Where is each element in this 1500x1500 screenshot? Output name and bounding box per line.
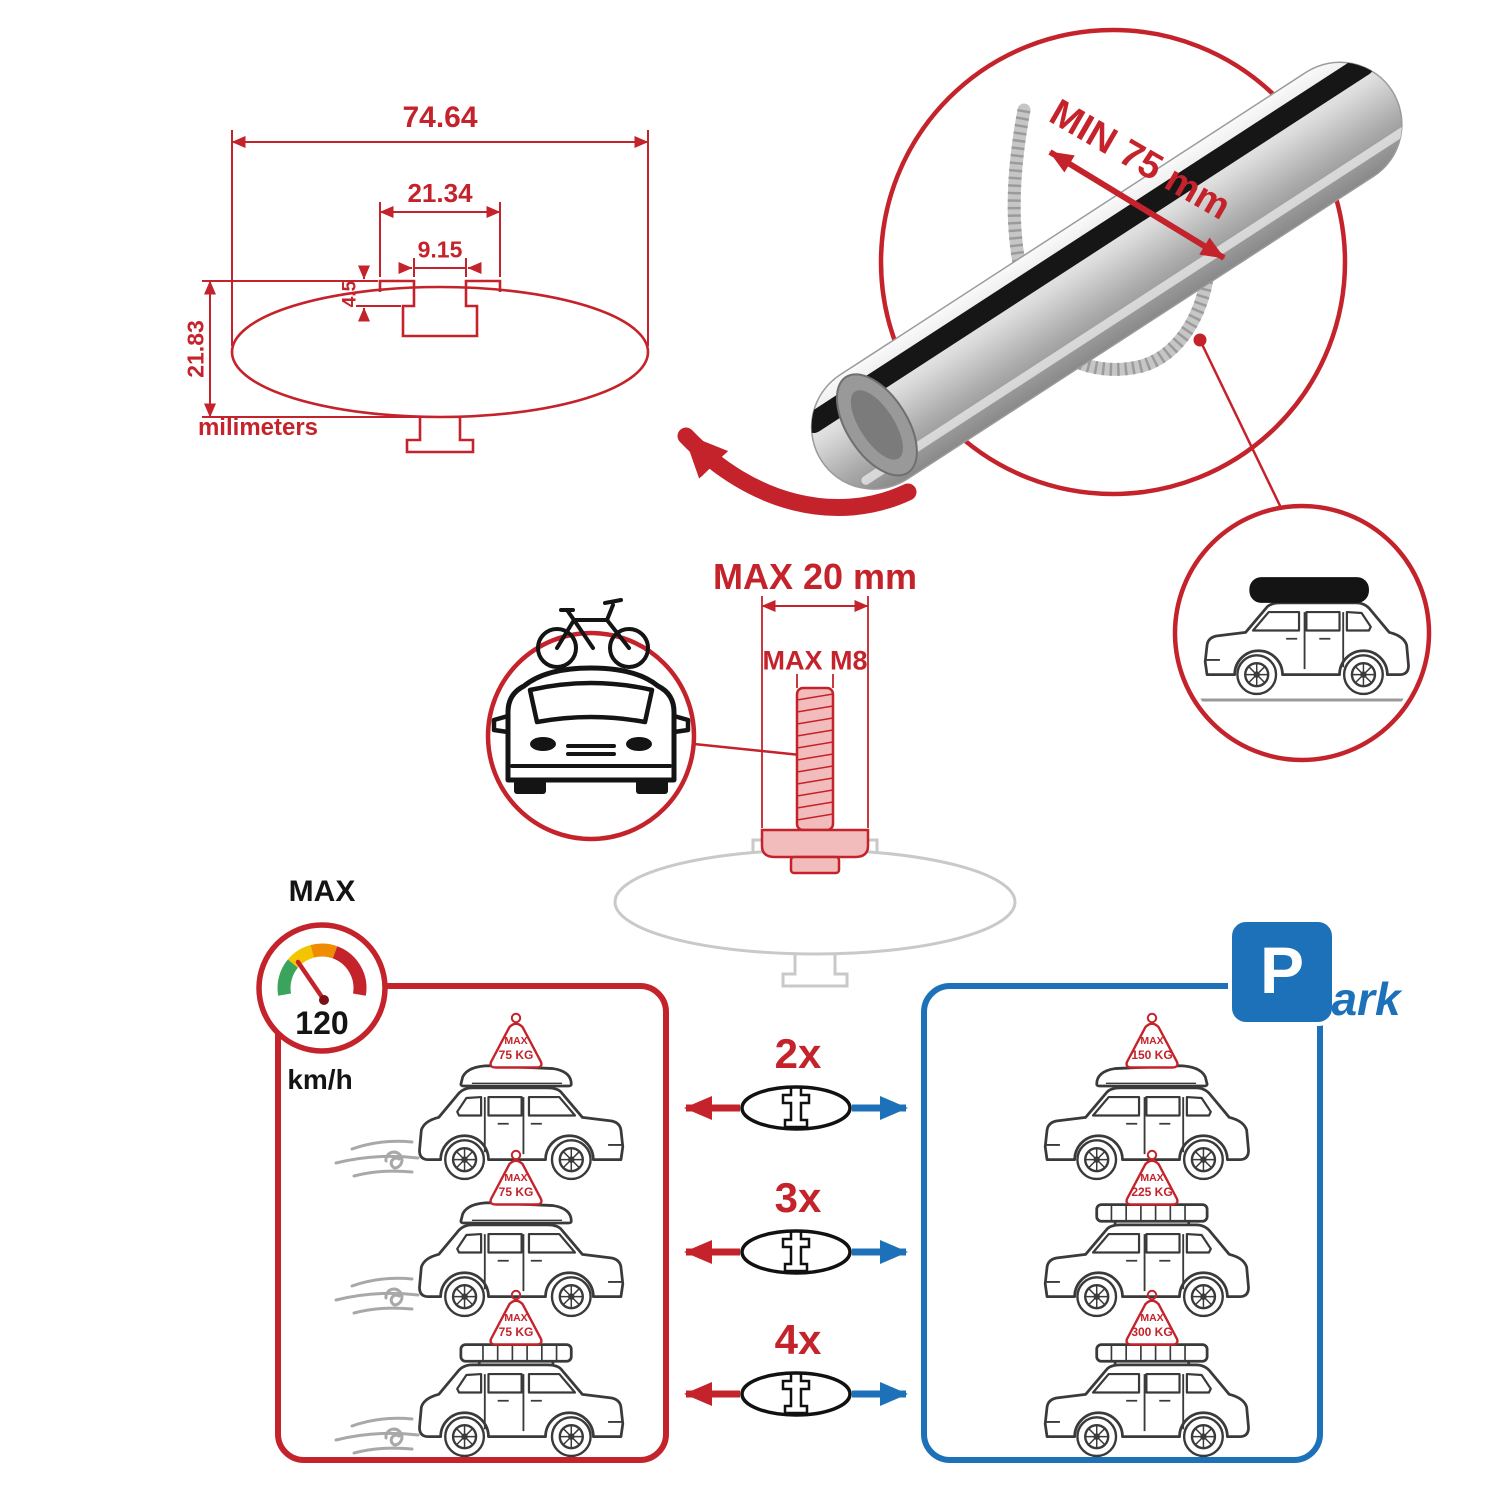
tag-line1: MAX (1140, 1172, 1164, 1184)
tag-line1: MAX (1140, 1035, 1164, 1047)
tag-line1: MAX (504, 1172, 528, 1184)
tag-line2: 150 KG (1131, 1048, 1173, 1062)
speedometer-icon (256, 922, 388, 1054)
callout-line (693, 742, 811, 758)
profile-technical-drawing (202, 130, 650, 454)
bolt-threads (796, 693, 834, 821)
load-tag-driving-2: MAX 75 KG (482, 1148, 550, 1206)
car-front-circle (485, 598, 817, 842)
tag-line2: 225 KG (1131, 1185, 1173, 1199)
tag-line2: 75 KG (498, 1185, 534, 1199)
parking-letter: P (1259, 933, 1305, 1007)
dimension-lines (202, 130, 649, 418)
bolt-flange (760, 828, 870, 859)
tag-line2: 300 KG (1131, 1325, 1173, 1339)
multiplier-4x: 4x (774, 1316, 822, 1363)
max-thread-label: MAX M8 (762, 645, 868, 676)
tag-line1: MAX (504, 1035, 528, 1047)
points-to-profile-arrow (677, 427, 917, 516)
parking-sign (1228, 918, 1336, 1026)
car-front-icon (491, 665, 691, 794)
parked-cars (1043, 1064, 1250, 1458)
driving-cars (334, 1064, 625, 1458)
load-tag-parked-2: MAX 225 KG (1118, 1148, 1186, 1206)
suv-roofbox-circle (1172, 503, 1432, 763)
crossbar-count-rows (684, 1085, 908, 1417)
tag-line1: MAX (504, 1312, 528, 1324)
black-roofbox-icon (1249, 577, 1369, 603)
load-tag-parked-3: MAX 300 KG (1118, 1288, 1186, 1346)
max-width-label: MAX 20 mm (712, 556, 918, 597)
tag-line2: 75 KG (498, 1325, 534, 1339)
bolt-foot (789, 855, 841, 875)
multiplier-2x: 2x (774, 1030, 822, 1077)
load-tag-driving-3: MAX 75 KG (482, 1288, 550, 1346)
min-span-arrow (1048, 149, 1226, 261)
units-label: milimeters (197, 414, 319, 441)
crossbar-detail-circle (677, 27, 1408, 516)
multiplier-3x: 3x (774, 1174, 822, 1221)
dim-width-label: 74.64 (402, 101, 478, 134)
load-tag-driving-1: MAX 75 KG (482, 1011, 550, 1069)
dim-height-label: 21.83 (182, 320, 209, 378)
parking-suffix: ark (1331, 973, 1401, 1025)
bolt-dimension-group (761, 596, 869, 828)
speed-units-label: km/h (287, 1064, 353, 1095)
dim-lip-label: 4.5 (339, 280, 361, 308)
parking-panel (921, 983, 1323, 1463)
dim-slot-outer-label: 21.34 (407, 178, 473, 208)
t-bolt-icon (760, 686, 870, 875)
callout-line (1198, 339, 1285, 513)
aluminum-crossbar (803, 54, 1408, 490)
speed-max-label: MAX (288, 875, 356, 908)
speed-value: 120 (295, 1005, 349, 1041)
bicycle-icon (536, 598, 650, 669)
dim-slot-inner-label: 9.15 (417, 236, 463, 263)
speedometer-needle (295, 959, 327, 1003)
tag-line1: MAX (1140, 1312, 1164, 1324)
load-tag-parked-1: MAX 150 KG (1118, 1011, 1186, 1069)
tag-line2: 75 KG (498, 1048, 534, 1062)
